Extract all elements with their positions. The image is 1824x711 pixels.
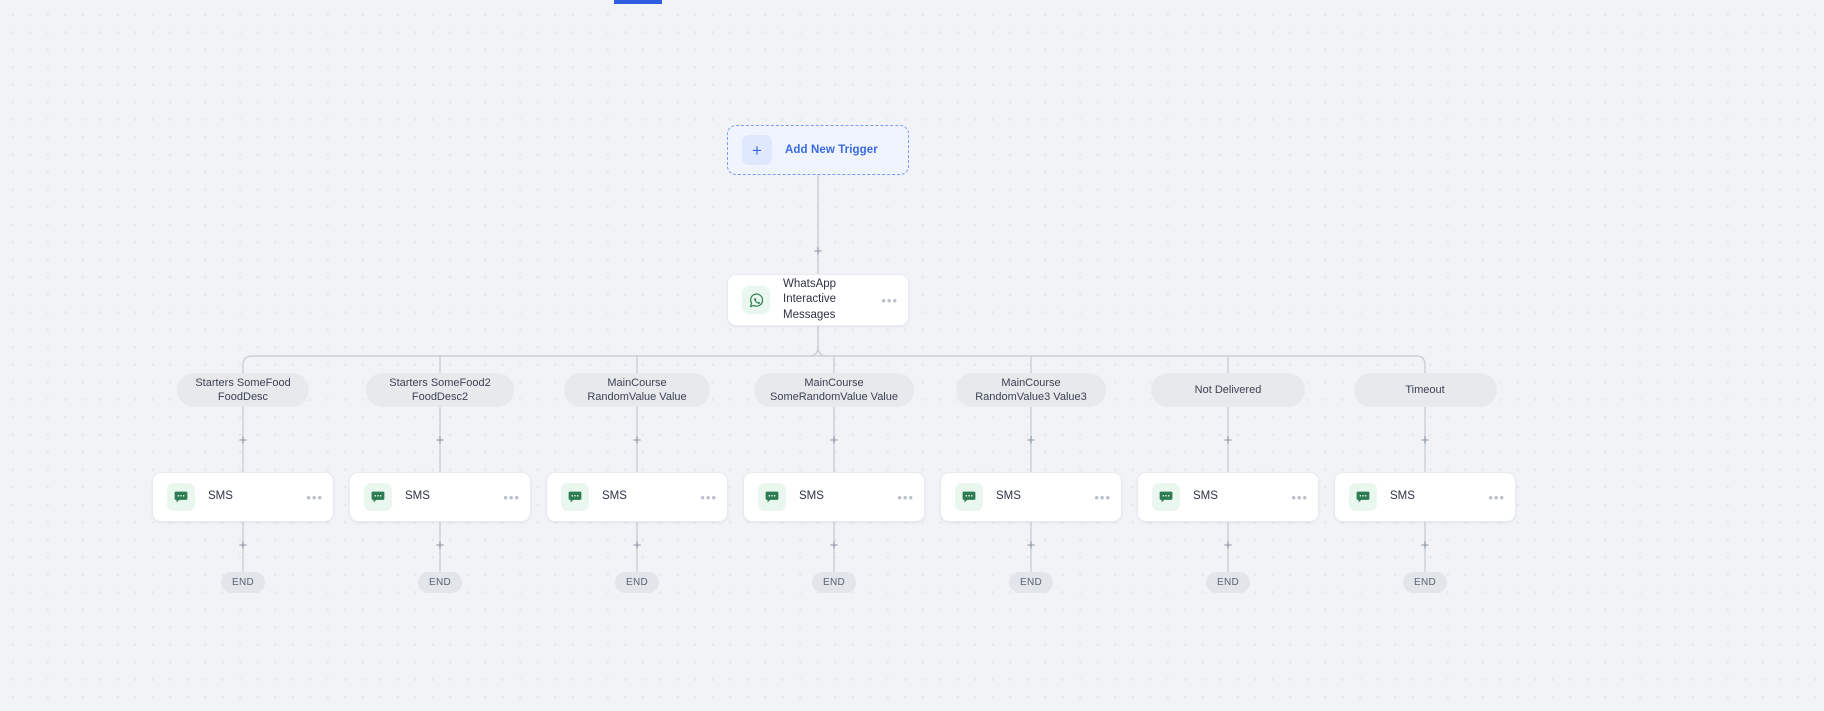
add-step-plus-icon-starters-somefood-pre[interactable]: + <box>238 432 248 449</box>
sms-node-label: SMS <box>208 490 233 503</box>
node-menu-icon[interactable]: ••• <box>1488 489 1505 505</box>
sms-icon <box>561 483 589 511</box>
sms-node-label: SMS <box>405 490 430 503</box>
sms-node-label: SMS <box>799 490 824 503</box>
add-step-plus-icon-maincourse-randomvalue-pre[interactable]: + <box>632 432 642 449</box>
node-menu-icon[interactable]: ••• <box>881 292 898 308</box>
sms-node-starters-somefood2[interactable]: SMS ••• <box>349 472 531 522</box>
end-node-not-delivered: END <box>1206 572 1250 593</box>
add-step-plus-icon-timeout-pre[interactable]: + <box>1420 432 1430 449</box>
sms-node-timeout[interactable]: SMS ••• <box>1334 472 1516 522</box>
sms-icon <box>1349 483 1377 511</box>
sms-icon <box>167 483 195 511</box>
whatsapp-node-label: WhatsApp Interactive Messages <box>783 278 837 321</box>
end-node-timeout: END <box>1403 572 1447 593</box>
add-step-plus-icon-maincourse-randomvalue3-post[interactable]: + <box>1026 537 1036 554</box>
add-step-plus-icon-timeout-post[interactable]: + <box>1420 537 1430 554</box>
end-node-starters-somefood2: END <box>418 572 462 593</box>
node-menu-icon[interactable]: ••• <box>503 489 520 505</box>
node-menu-icon[interactable]: ••• <box>700 489 717 505</box>
add-step-plus-icon-maincourse-somerandomvalue-pre[interactable]: + <box>829 432 839 449</box>
sms-node-label: SMS <box>996 490 1021 503</box>
branch-label-timeout[interactable]: Timeout <box>1353 373 1497 407</box>
node-menu-icon[interactable]: ••• <box>306 489 323 505</box>
sms-icon <box>1152 483 1180 511</box>
whatsapp-interactive-messages-node[interactable]: WhatsApp Interactive Messages ••• <box>727 274 909 326</box>
branch-label-maincourse-randomvalue3[interactable]: MainCourse RandomValue3 Value3 <box>956 373 1106 407</box>
add-step-plus-icon-maincourse-somerandomvalue-post[interactable]: + <box>829 537 839 554</box>
sms-icon <box>364 483 392 511</box>
node-menu-icon[interactable]: ••• <box>897 489 914 505</box>
add-step-plus-icon-trigger[interactable]: + <box>813 243 823 260</box>
sms-icon <box>758 483 786 511</box>
end-node-starters-somefood: END <box>221 572 265 593</box>
whatsapp-icon <box>742 286 770 314</box>
branch-label-not-delivered[interactable]: Not Delivered <box>1151 373 1305 407</box>
sms-node-maincourse-randomvalue[interactable]: SMS ••• <box>546 472 728 522</box>
sms-icon <box>955 483 983 511</box>
add-step-plus-icon-starters-somefood-post[interactable]: + <box>238 537 248 554</box>
branch-label-maincourse-randomvalue[interactable]: MainCourse RandomValue Value <box>564 373 710 407</box>
node-menu-icon[interactable]: ••• <box>1291 489 1308 505</box>
end-node-maincourse-randomvalue: END <box>615 572 659 593</box>
sms-node-not-delivered[interactable]: SMS ••• <box>1137 472 1319 522</box>
add-step-plus-icon-not-delivered-post[interactable]: + <box>1223 537 1233 554</box>
sms-node-starters-somefood[interactable]: SMS ••• <box>152 472 334 522</box>
add-step-plus-icon-maincourse-randomvalue-post[interactable]: + <box>632 537 642 554</box>
sms-node-label: SMS <box>1193 490 1218 503</box>
add-step-plus-icon-not-delivered-pre[interactable]: + <box>1223 432 1233 449</box>
active-tab-indicator <box>614 0 662 4</box>
end-node-maincourse-somerandomvalue: END <box>812 572 856 593</box>
node-menu-icon[interactable]: ••• <box>1094 489 1111 505</box>
plus-icon: + <box>742 135 772 165</box>
sms-node-label: SMS <box>602 490 627 503</box>
branch-label-starters-somefood[interactable]: Starters SomeFood FoodDesc <box>177 373 309 407</box>
sms-node-maincourse-somerandomvalue[interactable]: SMS ••• <box>743 472 925 522</box>
add-new-trigger-label: Add New Trigger <box>785 144 878 156</box>
sms-node-label: SMS <box>1390 490 1415 503</box>
add-step-plus-icon-starters-somefood2-pre[interactable]: + <box>435 432 445 449</box>
sms-node-maincourse-randomvalue3[interactable]: SMS ••• <box>940 472 1122 522</box>
add-new-trigger-node[interactable]: + Add New Trigger <box>727 125 909 175</box>
branch-label-starters-somefood2[interactable]: Starters SomeFood2 FoodDesc2 <box>366 373 514 407</box>
add-step-plus-icon-maincourse-randomvalue3-pre[interactable]: + <box>1026 432 1036 449</box>
add-step-plus-icon-starters-somefood2-post[interactable]: + <box>435 537 445 554</box>
end-node-maincourse-randomvalue3: END <box>1009 572 1053 593</box>
branch-label-maincourse-somerandomvalue[interactable]: MainCourse SomeRandomValue Value <box>754 373 914 407</box>
